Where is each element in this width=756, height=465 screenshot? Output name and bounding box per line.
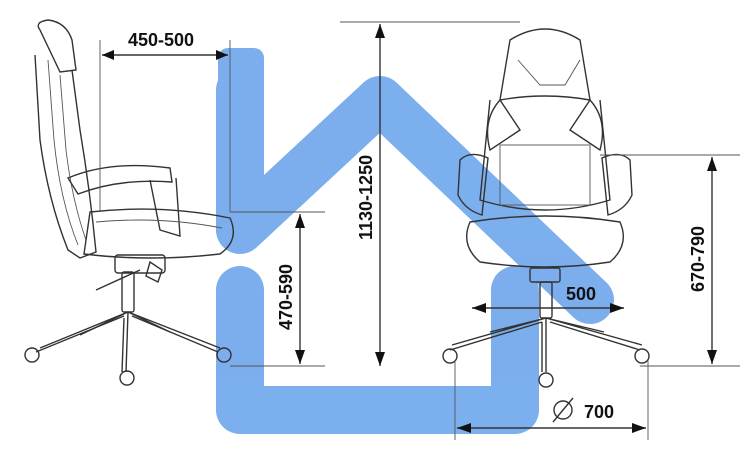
- seat-width-label: 500: [566, 284, 596, 304]
- seat-height-label: 470-590: [276, 264, 296, 330]
- house-logo: [216, 48, 614, 434]
- seat-depth-label: 450-500: [128, 30, 194, 50]
- front-view-chair: [442, 28, 650, 388]
- backrest-height-label: 670-790: [688, 226, 708, 292]
- total-height-label: 1130-1250: [356, 155, 376, 240]
- side-view-chair: [24, 19, 234, 386]
- base-diameter-label: 700: [584, 402, 614, 422]
- dimension-lines: [99, 21, 740, 440]
